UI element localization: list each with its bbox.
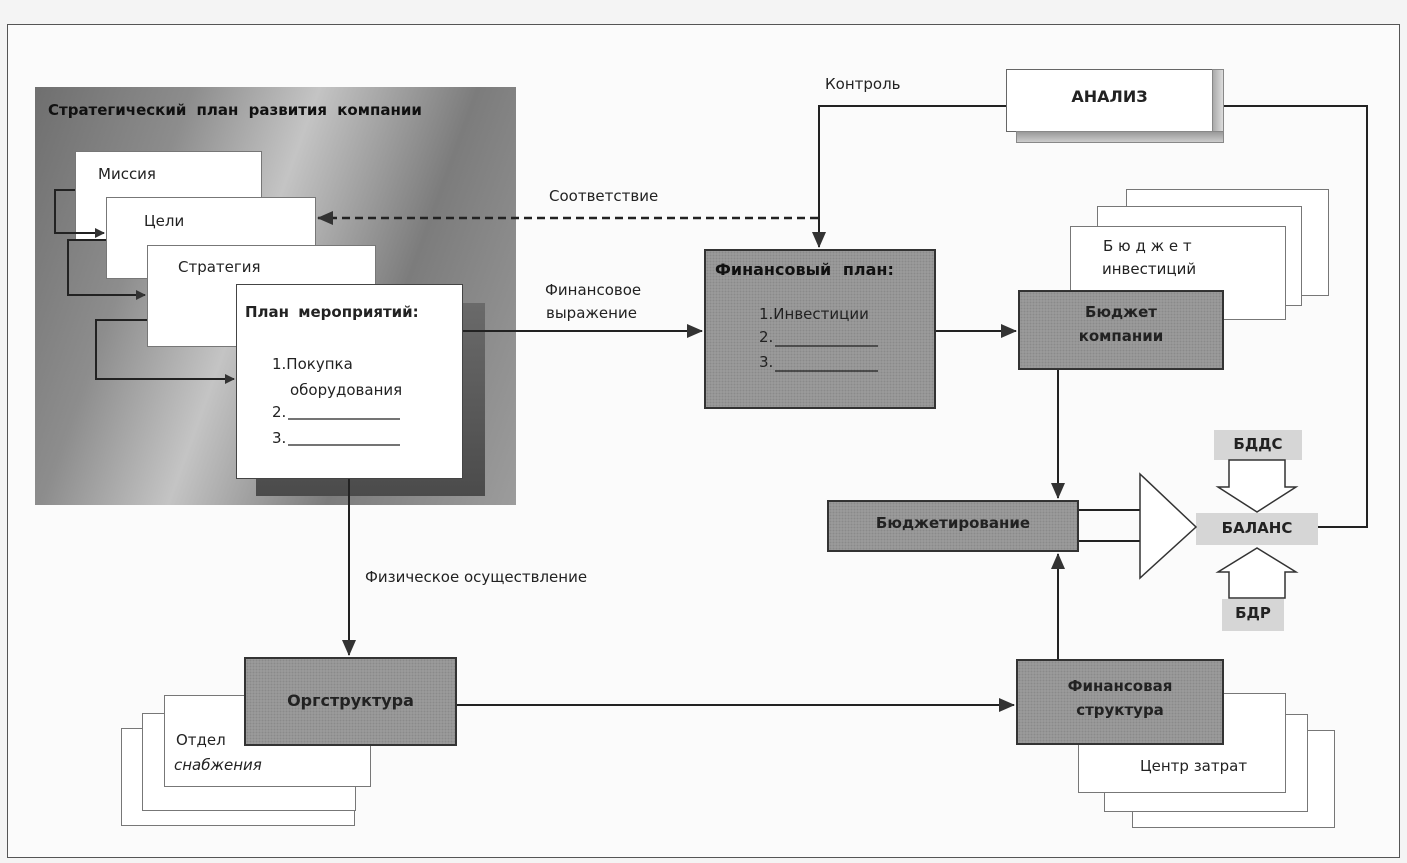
analysis-label: АНАЛИЗ [1071, 87, 1148, 106]
financial-structure-line2: структура [1076, 701, 1164, 719]
financial-structure-box [1016, 659, 1224, 745]
strategic-plan-title: Стратегический план развития компании [48, 101, 422, 119]
cost-center-label: Центр затрат [1140, 757, 1248, 775]
analysis-box-bottom [1016, 131, 1224, 143]
financial-plan-box [704, 249, 936, 409]
financial-expression-label-2: выражение [546, 304, 637, 322]
department-line2: снабжения [174, 756, 262, 774]
budgeting-box [827, 500, 1079, 552]
investment-budget-line2: инвестиций [1102, 260, 1197, 278]
org-structure-label: Оргструктура [287, 691, 414, 710]
bdr-label: БДР [1235, 604, 1271, 622]
balance-box [1196, 513, 1318, 545]
company-budget-line2: компании [1078, 327, 1164, 345]
action-item-1-line1: 1.Покупка [272, 355, 353, 373]
financial-item-2: 2. [759, 328, 774, 346]
org-structure-box [244, 657, 457, 746]
arrow-control [812, 105, 1006, 248]
correspondence-label: Соответствие [549, 187, 659, 205]
blank-lines [288, 345, 878, 446]
financial-item-3: 3. [759, 353, 774, 371]
bdr-up-arrow [1215, 547, 1299, 599]
bdds-down-arrow [1215, 459, 1299, 513]
financial-item-1: 1.Инвестиции [759, 305, 869, 323]
investment-budget-line1: Б ю д ж е т [1103, 237, 1192, 255]
action-plan-title: План мероприятий: [245, 303, 419, 321]
action-plan-card [236, 284, 463, 479]
mission-label: Миссия [98, 165, 156, 183]
action-item-2: 2. [272, 403, 287, 421]
action-item-1-line2: оборудования [290, 381, 403, 399]
financial-expression-label-1: Финансовое [545, 281, 642, 299]
action-item-3: 3. [272, 429, 287, 447]
control-label: Контроль [825, 75, 901, 93]
financial-structure-line1: Финансовая [1067, 677, 1173, 695]
strategic-internal-arrows [54, 189, 235, 384]
company-budget-box [1018, 290, 1224, 370]
bdds-label: БДДС [1233, 435, 1283, 453]
goals-label: Цели [144, 212, 185, 230]
financial-plan-title: Финансовый план: [715, 260, 894, 279]
big-arrow-to-balance [1139, 472, 1198, 580]
company-budget-line1: Бюджет [1085, 303, 1157, 321]
strategy-label: Стратегия [178, 258, 261, 276]
budgeting-label: Бюджетирование [875, 514, 1031, 532]
bdds-box [1214, 430, 1302, 460]
physical-implementation-label: Физическое осуществление [365, 568, 588, 586]
department-line1: Отдел [176, 731, 226, 749]
bdr-box [1222, 599, 1284, 631]
balance-label: БАЛАНС [1221, 519, 1293, 537]
line-balance-to-analysis [1224, 105, 1368, 528]
